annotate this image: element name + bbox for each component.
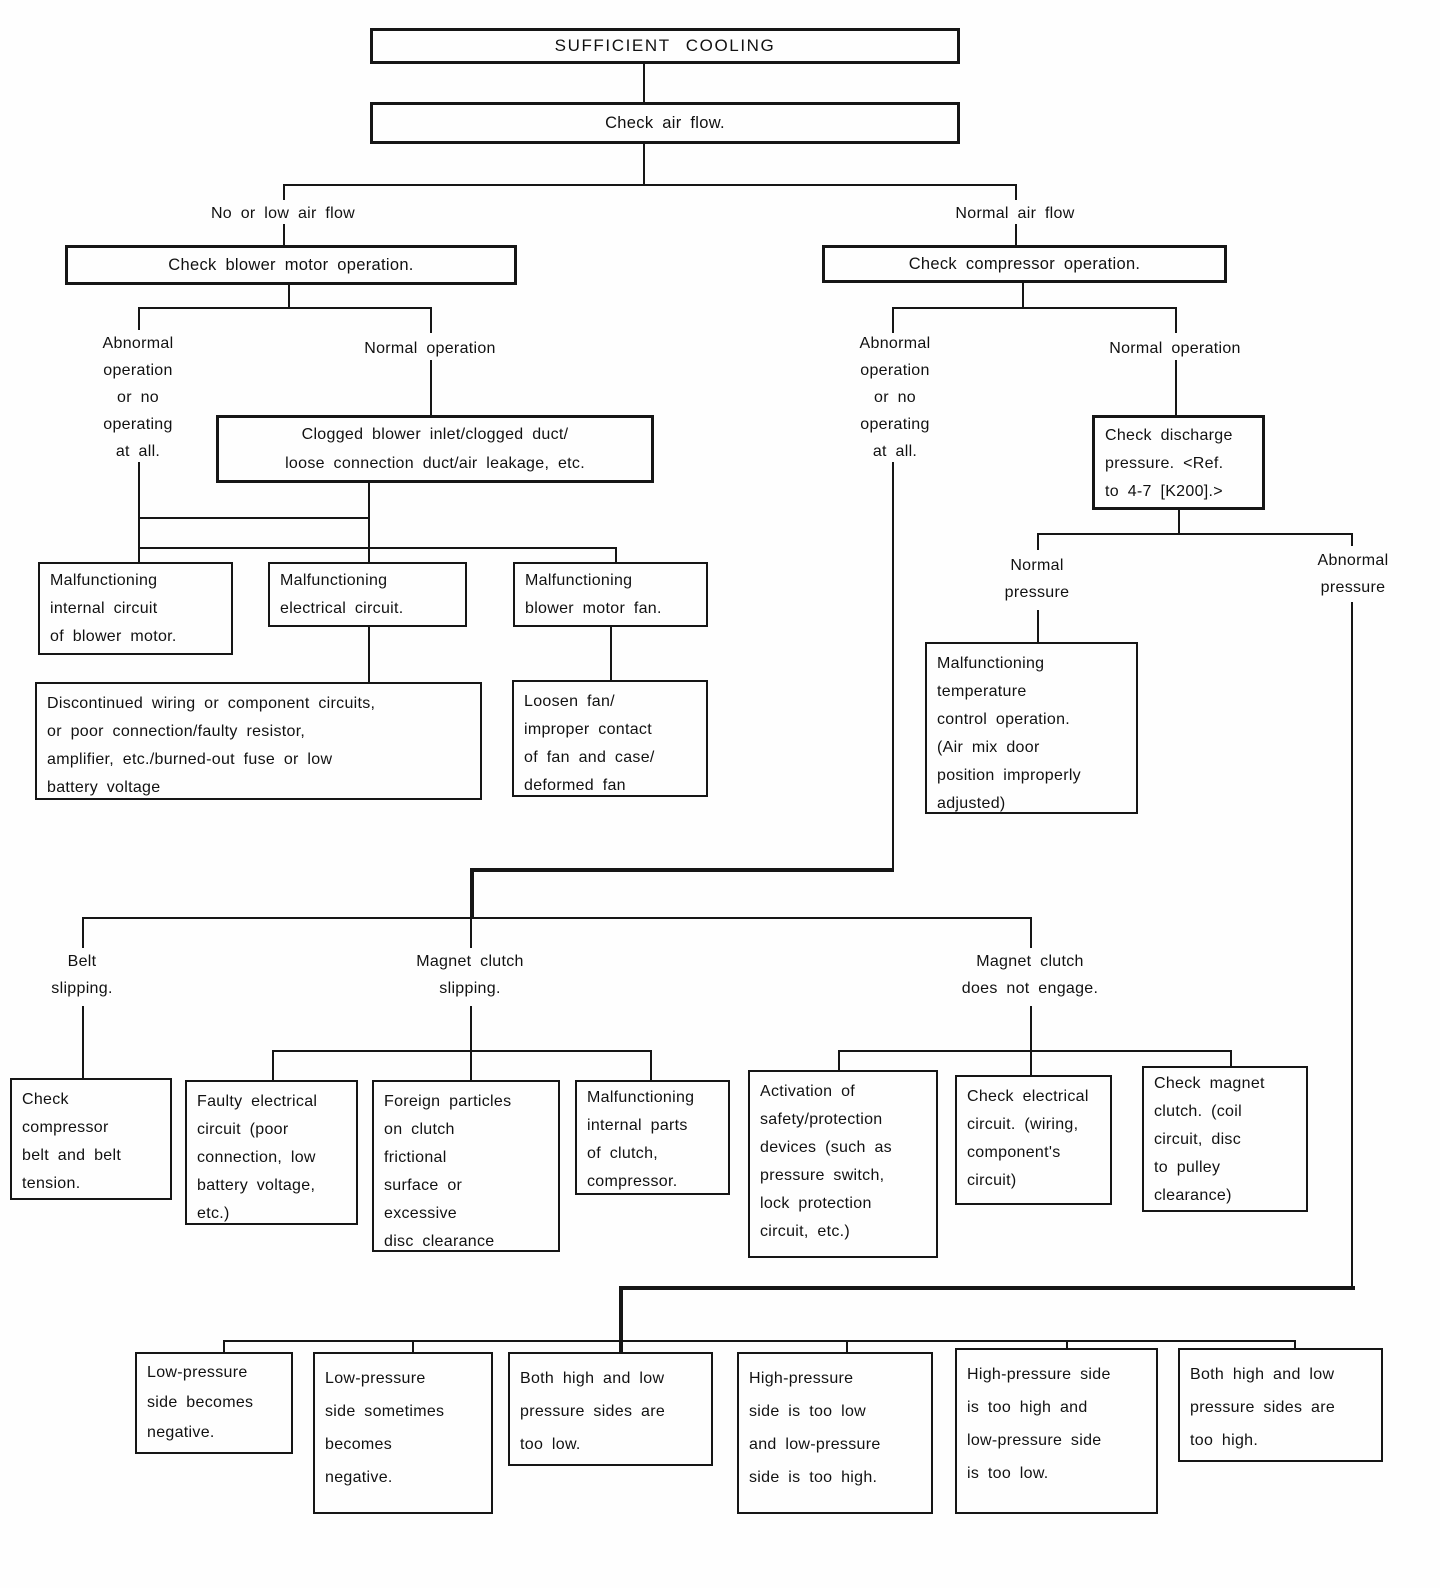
flow-connector	[430, 307, 432, 333]
label-normal-pressure: Normal pressure	[1004, 557, 1070, 601]
node-loosen-fan: Loosen fan/ improper contact of fan and …	[512, 680, 708, 797]
node-malfunctioning-electrical-circuit: Malfunctioning electrical circuit.	[268, 562, 467, 627]
flow-connector	[1037, 533, 1039, 550]
flow-connector	[1037, 533, 1353, 535]
node-low-pressure-sometimes-negative: Low-pressure side sometimes becomes nega…	[313, 1352, 493, 1514]
node-check-discharge-pressure: Check discharge pressure. <Ref. to 4-7 […	[1092, 415, 1265, 510]
flow-connector	[368, 483, 370, 562]
node-sufficient-cooling: SUFFICIENT COOLING	[370, 28, 960, 64]
flow-connector	[470, 868, 894, 872]
label-abnormal-pressure: Abnormal pressure	[1317, 552, 1389, 596]
label-compressor-normal-operation: Normal operation	[1109, 340, 1241, 357]
flow-connector	[470, 868, 474, 917]
node-check-electrical-circuit: Check electrical circuit. (wiring, compo…	[955, 1075, 1112, 1205]
flow-connector	[892, 307, 1175, 309]
flow-connector	[223, 1340, 225, 1352]
flow-connector	[283, 184, 285, 200]
node-malfunctioning-blower-motor-fan: Malfunctioning blower motor fan.	[513, 562, 708, 627]
flow-connector	[1037, 610, 1039, 642]
node-discontinued-wiring: Discontinued wiring or component circuit…	[35, 682, 482, 800]
flow-connector	[1294, 1340, 1296, 1348]
node-malfunctioning-temperature-control: Malfunctioning temperature control opera…	[925, 642, 1138, 814]
flow-connector	[138, 547, 617, 549]
flow-connector	[430, 360, 432, 415]
node-check-air-flow: Check air flow.	[370, 102, 960, 144]
flow-connector	[1066, 1340, 1068, 1348]
node-malfunctioning-internal-circuit: Malfunctioning internal circuit of blowe…	[38, 562, 233, 655]
flow-connector	[272, 1050, 652, 1052]
flow-connector	[650, 1050, 652, 1080]
label-blower-normal-operation: Normal operation	[364, 340, 496, 357]
flow-connector	[846, 1340, 848, 1352]
flow-connector	[1015, 184, 1017, 200]
flow-connector	[1030, 917, 1032, 948]
flow-connector	[1015, 224, 1017, 245]
flow-connector	[1030, 1006, 1032, 1050]
flow-connector	[223, 1340, 1296, 1342]
flow-connector	[892, 462, 894, 870]
flow-connector	[138, 517, 368, 519]
label-normal-air-flow: Normal air flow	[955, 205, 1075, 222]
node-high-low-low-high: High-pressure side is too low and low-pr…	[737, 1352, 933, 1514]
node-both-sides-too-high: Both high and low pressure sides are too…	[1178, 1348, 1383, 1462]
flow-connector	[1022, 283, 1024, 307]
label-belt-slipping: Belt slipping.	[51, 953, 113, 997]
node-malfunctioning-clutch-parts: Malfunctioning internal parts of clutch,…	[575, 1080, 730, 1195]
flow-connector	[643, 64, 645, 102]
label-compressor-abnormal-operation: Abnormal operation or no operating at al…	[859, 335, 931, 460]
node-check-compressor: Check compressor operation.	[822, 245, 1227, 283]
flow-connector	[283, 184, 1017, 186]
flow-connector	[1030, 1050, 1032, 1075]
flow-connector	[1178, 510, 1180, 533]
flow-connector	[82, 917, 1032, 919]
flow-connector	[412, 1340, 414, 1352]
flow-connector	[1175, 307, 1177, 333]
flow-connector	[1351, 533, 1353, 546]
flow-connector	[1175, 360, 1177, 415]
flow-connector	[643, 144, 645, 184]
label-magnet-clutch-not-engage: Magnet clutch does not engage.	[961, 953, 1099, 997]
node-check-magnet-clutch: Check magnet clutch. (coil circuit, disc…	[1142, 1066, 1308, 1212]
flow-connector	[610, 627, 612, 680]
flow-connector	[82, 917, 84, 948]
flow-connector	[138, 307, 140, 330]
label-blower-abnormal-operation: Abnormal operation or no operating at al…	[102, 335, 174, 460]
flow-connector	[838, 1050, 840, 1070]
label-no-or-low-air-flow: No or low air flow	[210, 205, 356, 222]
node-activation-safety-devices: Activation of safety/protection devices …	[748, 1070, 938, 1258]
flow-connector	[470, 1006, 472, 1050]
flow-connector	[470, 917, 472, 948]
node-clogged-blower-inlet: Clogged blower inlet/clogged duct/ loose…	[216, 415, 654, 483]
node-low-pressure-negative: Low-pressure side becomes negative.	[135, 1352, 293, 1454]
flow-connector	[892, 307, 894, 333]
node-foreign-particles: Foreign particles on clutch frictional s…	[372, 1080, 560, 1252]
flow-connector	[1230, 1050, 1232, 1066]
flow-connector	[470, 1050, 472, 1080]
node-faulty-electrical-circuit: Faulty electrical circuit (poor connecti…	[185, 1080, 358, 1225]
flow-connector	[615, 547, 617, 562]
flow-connector	[283, 224, 285, 245]
flow-connector	[138, 462, 140, 562]
flow-connector	[288, 285, 290, 307]
flow-connector	[1351, 602, 1353, 1286]
node-high-high-low-low: High-pressure side is too high and low-p…	[955, 1348, 1158, 1514]
flow-connector	[82, 1006, 84, 1078]
flow-connector	[138, 307, 430, 309]
flow-connector	[838, 1050, 1232, 1052]
node-both-sides-too-low: Both high and low pressure sides are too…	[508, 1352, 713, 1466]
flow-connector	[368, 627, 370, 682]
node-check-blower-motor: Check blower motor operation.	[65, 245, 517, 285]
flow-connector	[272, 1050, 274, 1080]
flow-connector	[619, 1286, 623, 1352]
node-check-compressor-belt: Check compressor belt and belt tension.	[10, 1078, 172, 1200]
label-magnet-clutch-slipping: Magnet clutch slipping.	[416, 953, 524, 997]
flow-connector	[619, 1286, 1355, 1290]
